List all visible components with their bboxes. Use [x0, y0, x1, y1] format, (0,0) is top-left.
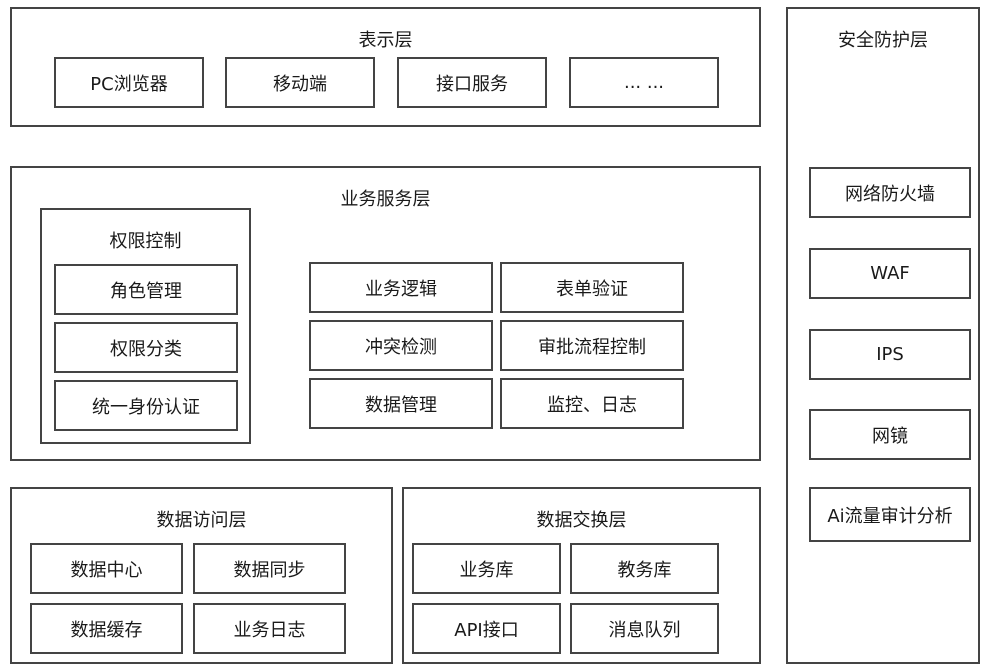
- academic-db-box: 教务库: [570, 543, 719, 594]
- role-management-box: 角色管理: [54, 264, 238, 315]
- waf-box: WAF: [809, 248, 971, 299]
- api-interface-box: API接口: [412, 603, 561, 654]
- permission-category-box: 权限分类: [54, 322, 238, 373]
- message-queue-box: 消息队列: [570, 603, 719, 654]
- ips-box: IPS: [809, 329, 971, 380]
- permission-control-group: 权限控制 角色管理 权限分类 统一身份认证: [40, 208, 251, 444]
- approval-flow-box: 审批流程控制: [500, 320, 684, 371]
- permission-control-title: 权限控制: [109, 231, 182, 252]
- more-box: ... ...: [569, 57, 719, 108]
- data-access-layer-title: 数据访问层: [156, 510, 247, 531]
- data-management-box: 数据管理: [309, 378, 493, 429]
- data-exchange-layer: 数据交换层 业务库 教务库 API接口 消息队列: [402, 487, 761, 664]
- business-db-box: 业务库: [412, 543, 561, 594]
- presentation-layer: 表示层 PC浏览器 移动端 接口服务 ... ...: [10, 7, 761, 127]
- mobile-box: 移动端: [225, 57, 375, 108]
- data-exchange-layer-title: 数据交换层: [536, 510, 627, 531]
- business-logic-box: 业务逻辑: [309, 262, 493, 313]
- network-mirror-box: 网镜: [809, 409, 971, 460]
- data-sync-box: 数据同步: [193, 543, 346, 594]
- business-service-layer-title: 业务服务层: [340, 189, 431, 210]
- ai-traffic-audit-box: Ai流量审计分析: [809, 487, 971, 542]
- business-log-box: 业务日志: [193, 603, 346, 654]
- business-service-layer: 业务服务层 权限控制 角色管理 权限分类 统一身份认证 业务逻辑 表单验证 冲突…: [10, 166, 761, 461]
- interface-service-box: 接口服务: [397, 57, 547, 108]
- monitor-log-box: 监控、日志: [500, 378, 684, 429]
- form-validation-box: 表单验证: [500, 262, 684, 313]
- data-access-layer: 数据访问层 数据中心 数据同步 数据缓存 业务日志: [10, 487, 393, 664]
- data-cache-box: 数据缓存: [30, 603, 183, 654]
- presentation-layer-title: 表示层: [358, 30, 413, 51]
- security-layer: 安全防护层 网络防火墙 WAF IPS 网镜 Ai流量审计分析: [786, 7, 980, 664]
- unified-identity-box: 统一身份认证: [54, 380, 238, 431]
- network-firewall-box: 网络防火墙: [809, 167, 971, 218]
- security-layer-title: 安全防护层: [838, 30, 928, 51]
- data-center-box: 数据中心: [30, 543, 183, 594]
- conflict-detection-box: 冲突检测: [309, 320, 493, 371]
- pc-browser-box: PC浏览器: [54, 57, 204, 108]
